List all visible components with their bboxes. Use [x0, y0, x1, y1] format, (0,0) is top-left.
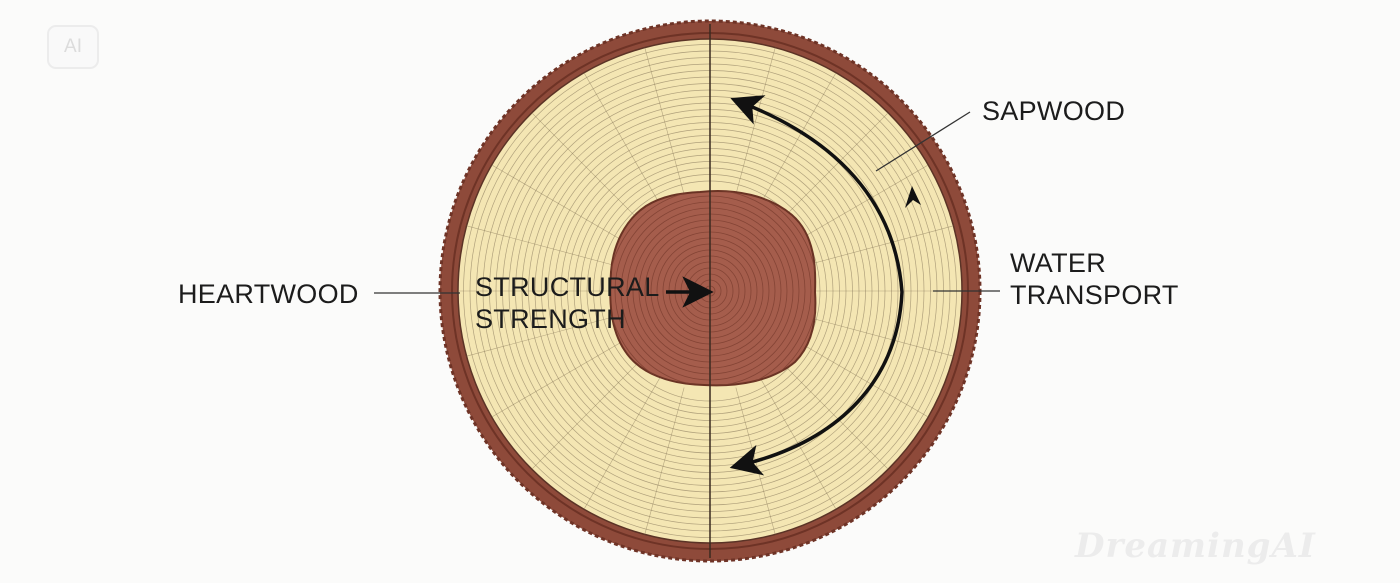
sapwood-ray — [491, 340, 624, 418]
sapwood-ray — [466, 316, 614, 357]
sapwood-leader-line — [875, 111, 971, 172]
structural-label-line2: STRENGTH — [475, 304, 626, 334]
sapwood-ray — [466, 225, 614, 266]
sapwood-ray — [780, 361, 889, 470]
circulation-arrow-icon — [729, 95, 904, 476]
sapwood-ray — [583, 377, 661, 510]
sapwood-ray — [531, 112, 640, 221]
sapwood-ray — [531, 361, 640, 470]
sapwood-ray — [806, 316, 954, 357]
water-transport-label: WATER TRANSPORT — [1010, 247, 1179, 311]
structural-strength-label: STRUCTURAL STRENGTH — [475, 271, 660, 335]
watermark-logo: DreamingAI — [1075, 526, 1316, 566]
ai-badge-icon: AI — [47, 25, 99, 69]
sapwood-ray — [796, 164, 929, 242]
sapwood-ray — [583, 72, 661, 205]
water-label-line2: TRANSPORT — [1010, 280, 1179, 310]
sapwood-ray — [780, 112, 889, 221]
sapwood-ray — [759, 72, 837, 205]
heartwood-ring — [610, 190, 812, 386]
sapwood-ray — [796, 340, 929, 418]
sapwood-ray — [806, 225, 954, 266]
water-label-line1: WATER — [1010, 248, 1106, 278]
sapwood-label: SAPWOOD — [982, 96, 1126, 126]
small-arrowhead-icon — [905, 186, 921, 208]
sapwood-ray — [644, 387, 685, 535]
sapwood-ray — [644, 47, 685, 195]
sapwood-ray — [491, 164, 624, 242]
heartwood-label: HEARTWOOD — [178, 279, 359, 309]
structural-label-line1: STRUCTURAL — [475, 272, 660, 302]
